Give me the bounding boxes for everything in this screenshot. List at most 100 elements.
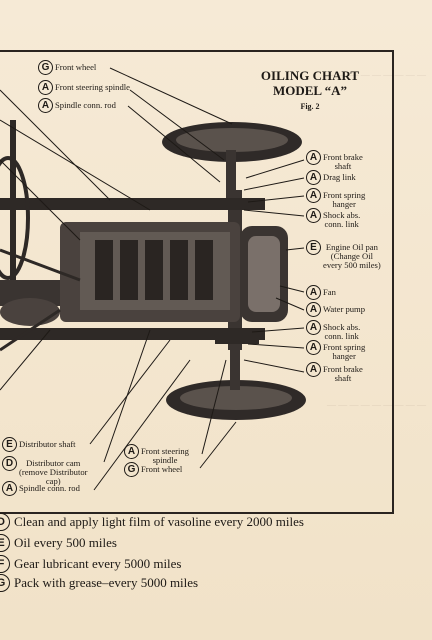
legend-text: Pack with grease–every 5000 miles [14,575,199,590]
label-text: Water pump [323,304,366,314]
legend-item-f: F Gear lubricant every 5000 miles [0,555,182,573]
label-line: shaft [334,373,352,383]
code-badge: A [124,444,139,459]
figure-label: Fig. 2 [300,102,320,111]
code-badge: E [2,437,17,452]
bleed-through-text: — — — — — — — — — [327,400,426,410]
label-text: Drag link [323,172,356,182]
code-badge: A [306,208,321,223]
legend-item-d: D Clean and apply light film of vasoline… [0,513,304,531]
label-line: Shock abs. [323,210,361,220]
label-text: Front wheel [141,464,183,474]
label-line: Shock abs. [323,322,361,332]
label-line: Front brake [323,152,363,162]
label-fan: A Fan [306,285,336,300]
steering-wheel-illus [0,156,30,280]
chart-title: OILING CHART MODEL “A” Fig. 2 [250,68,370,114]
label-text: Distributor shaft [19,439,76,449]
label-drag-link: A Drag link [306,170,356,185]
chart-frame [0,50,394,514]
frame-rail-upper [0,198,265,210]
legend-item-g: G Pack with grease–every 5000 miles [0,574,198,592]
label-line: every 500 miles) [323,260,381,270]
chart-title-line2: MODEL “A” [272,83,348,98]
label-line: hanger [332,199,356,209]
label-line: Front spring [323,190,366,200]
label-text: Spindle conn. rod [19,483,80,493]
label-shock-abs-conn-link-top: A Shock abs.conn. link [306,208,360,229]
label-water-pump: A Water pump [306,302,365,317]
code-badge: G [124,462,139,477]
code-badge: A [306,150,321,165]
label-line: Engine Oil pan [325,242,378,252]
label-distributor-shaft: E Distributor shaft [2,437,76,452]
label-line: conn. link [324,331,359,341]
label-text: Front steering spindle [55,82,130,92]
label-line: Front brake [323,364,363,374]
code-badge: G [38,60,53,75]
code-badge: D [2,456,17,471]
legend-text: Clean and apply light film of vasoline e… [14,514,304,529]
front-wheel-top-illus [162,122,302,200]
code-badge: E [306,240,321,255]
code-badge: A [306,362,321,377]
label-text: Shock abs.conn. link [323,320,360,341]
chassis-illustration [0,67,306,491]
legend-text: Gear lubricant every 5000 miles [14,556,182,571]
frame-rail-lower [0,328,265,340]
label-front-wheel-top: G Front wheel [38,60,96,75]
label-line: Front steering [141,446,189,456]
code-badge: E [0,534,10,552]
code-badge: A [306,188,321,203]
label-line: conn. link [324,219,359,229]
code-badge: A [306,340,321,355]
code-badge: A [38,98,53,113]
label-text: Fan [323,287,336,297]
leader-lines [0,67,305,491]
code-badge: A [306,170,321,185]
label-line: Front spring [323,342,366,352]
label-line: spindle [152,455,178,465]
code-badge: A [306,320,321,335]
label-text: Spindle conn. rod [55,100,116,110]
label-line: (remove Distributor [19,467,88,477]
label-spindle-conn-rod-top: A Spindle conn. rod [38,98,116,113]
bleed-through-text: — — — — — — — — — [327,70,426,80]
label-spindle-conn-rod-bottom: A Spindle conn. rod [2,481,80,496]
code-badge: G [0,574,10,592]
code-badge: A [38,80,53,95]
label-line: shaft [334,161,352,171]
code-badge: A [306,285,321,300]
legend-item-e: E Oil every 500 miles [0,534,117,552]
chart-title-line1: OILING CHART [260,68,360,83]
label-front-steering-spindle-top: A Front steering spindle [38,80,130,95]
label-text: Shock abs.conn. link [323,208,360,229]
label-front-wheel-bottom: G Front wheel [124,462,182,477]
label-text: Front wheel [55,62,97,72]
label-shock-abs-conn-link-bottom: A Shock abs.conn. link [306,320,360,341]
label-line: Distributor cam [26,458,81,468]
label-line: hanger [332,351,356,361]
legend-text: Oil every 500 miles [14,535,117,550]
front-wheel-bottom-illus [166,340,306,420]
label-line: cap) [45,476,61,486]
label-line: (Change Oil [330,251,373,261]
code-badge: D [0,513,10,531]
code-badge: A [306,302,321,317]
code-badge: F [0,555,10,573]
